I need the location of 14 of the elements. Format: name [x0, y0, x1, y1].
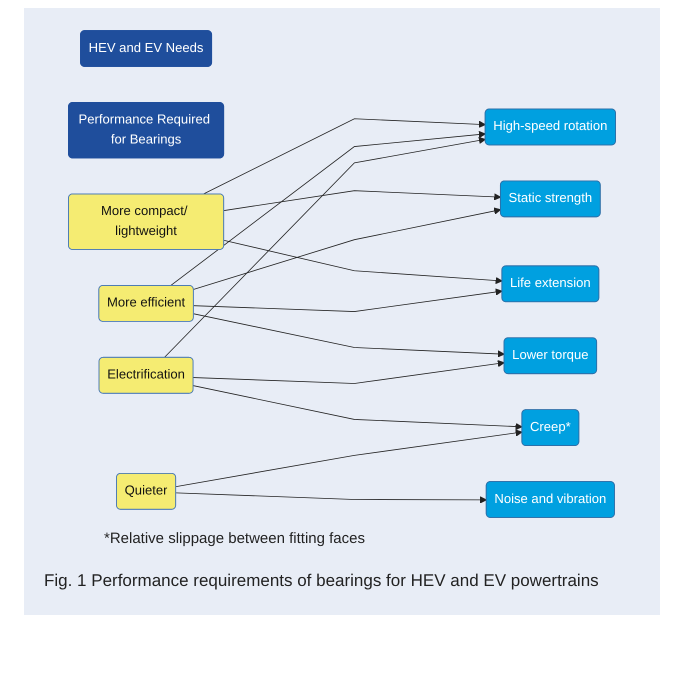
arrow: [224, 240, 503, 284]
arrow: [193, 313, 505, 358]
arrow: [202, 118, 486, 195]
arrow: [193, 207, 502, 290]
figure-caption: Fig. 1 Performance requirements of bearings for HEV and EV powertrains: [44, 571, 600, 591]
arrow: [193, 288, 503, 312]
arrow: [176, 429, 523, 488]
footnote: *Relative slippage between fitting faces: [104, 530, 366, 547]
arrow: [170, 130, 486, 286]
arrow: [164, 136, 486, 358]
arrow: [193, 385, 523, 430]
arrow: [193, 360, 505, 384]
arrow: [176, 492, 487, 504]
arrow: [224, 190, 502, 211]
